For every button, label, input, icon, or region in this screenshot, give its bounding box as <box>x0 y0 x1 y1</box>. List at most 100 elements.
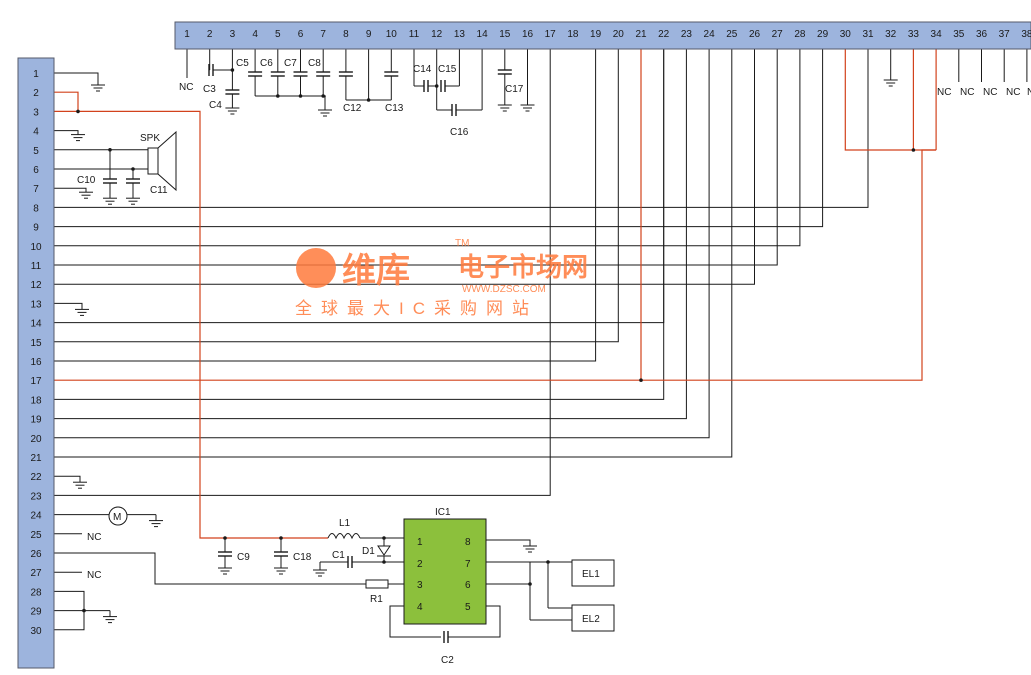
wire <box>54 49 824 228</box>
top-pin-37: 37 <box>999 29 1011 40</box>
left-pin-17: 17 <box>30 376 42 387</box>
el1-label: EL1 <box>582 569 600 580</box>
top-pin-25: 25 <box>726 29 738 40</box>
watermark-logo-icon <box>296 248 336 288</box>
c5-label: C5 <box>236 58 249 69</box>
left-pin-5: 5 <box>33 146 39 157</box>
top-pin-21: 21 <box>635 29 647 40</box>
top-pin-1: 1 <box>184 29 190 40</box>
top-pin-5: 5 <box>275 29 281 40</box>
ic-pin-5: 5 <box>465 602 471 613</box>
c10-label: C10 <box>77 175 96 186</box>
top-pin-30: 30 <box>840 29 852 40</box>
red-wire <box>54 91 79 112</box>
top-pin-15: 15 <box>499 29 511 40</box>
c4-label: C4 <box>209 100 222 111</box>
wire <box>54 72 99 85</box>
left-pin-6: 6 <box>33 165 39 176</box>
top-pin-31: 31 <box>862 29 874 40</box>
top-pin-13: 13 <box>454 29 466 40</box>
left-pin-15: 15 <box>30 338 42 349</box>
left-pin-25: 25 <box>30 530 42 541</box>
left-pin-26: 26 <box>30 549 42 560</box>
top-pin-2: 2 <box>207 29 213 40</box>
ic-pin-3: 3 <box>417 580 423 591</box>
watermark-brand: 维库 <box>342 252 410 290</box>
speaker-icon <box>147 130 177 192</box>
c3-label: C3 <box>203 84 216 95</box>
top-pin-38: 38 <box>1021 29 1031 40</box>
junction-dot <box>911 148 916 152</box>
wire <box>54 49 619 343</box>
top-pin-34: 34 <box>931 29 943 40</box>
inductor-l1 <box>327 533 361 540</box>
top-pin-28: 28 <box>794 29 806 40</box>
red-wire <box>844 49 937 151</box>
top-pin-3: 3 <box>230 29 236 40</box>
ic-pin-1: 1 <box>417 537 423 548</box>
r1-label: R1 <box>370 594 383 605</box>
junction-dot <box>528 582 532 586</box>
red-wire <box>54 110 328 539</box>
junction-dot <box>82 608 86 613</box>
top-connector <box>174 21 1031 50</box>
c17-label: C17 <box>505 84 524 95</box>
left-pin-28: 28 <box>30 587 42 598</box>
junction-dot <box>76 109 80 114</box>
left-pin-27: 27 <box>30 568 42 579</box>
el1-box <box>571 559 615 587</box>
junction-dots <box>76 68 916 613</box>
junction-dot <box>382 536 386 540</box>
wire <box>54 49 869 208</box>
top-pin-35: 35 <box>953 29 965 40</box>
c7-label: C7 <box>284 58 297 69</box>
wire <box>54 49 755 285</box>
wire <box>389 605 441 638</box>
top-pin-20: 20 <box>613 29 625 40</box>
c6-label: C6 <box>260 58 273 69</box>
top-pin-19: 19 <box>590 29 602 40</box>
c13-label: C13 <box>385 103 404 114</box>
el2-label: EL2 <box>582 614 600 625</box>
left-pin-22: 22 <box>30 472 42 483</box>
wire <box>54 49 710 439</box>
wire <box>54 302 83 310</box>
top-pin-29: 29 <box>817 29 829 40</box>
watermark-url: WWW.DZSC.COM <box>462 284 546 295</box>
top-pin-7: 7 <box>320 29 326 40</box>
nc-label-37: NC <box>983 87 997 98</box>
left-pin-24: 24 <box>30 511 42 522</box>
left-pin-21: 21 <box>30 453 42 464</box>
top-pin-33: 33 <box>908 29 920 40</box>
junction-dot <box>639 378 643 383</box>
left-pin-19: 19 <box>30 415 42 426</box>
top-pin-24: 24 <box>704 29 716 40</box>
watermark-tagline: 电子市场网 <box>458 252 588 282</box>
junction-dot <box>546 560 550 564</box>
ground-symbols <box>71 79 898 624</box>
left-connector-pins: 1234567891011121314151617181920212223242… <box>30 69 42 637</box>
junction-dot <box>321 94 326 98</box>
c8-label: C8 <box>308 58 321 69</box>
c1-label: C1 <box>332 550 345 561</box>
wire <box>54 475 81 483</box>
left-pin-30: 30 <box>30 626 42 637</box>
left-pin-4: 4 <box>33 127 39 138</box>
watermark: 维库 TM 电子市场网 WWW.DZSC.COM 全球最大IC采购网站 <box>295 238 588 318</box>
top-pin-32: 32 <box>885 29 897 40</box>
ic-pin-8: 8 <box>465 537 471 548</box>
junction-dot <box>279 536 283 540</box>
left-pin-18: 18 <box>30 395 42 406</box>
left-pin-2: 2 <box>33 88 39 99</box>
ic1-chip <box>403 518 487 625</box>
top-pin-6: 6 <box>298 29 304 40</box>
left-pin-9: 9 <box>33 223 39 234</box>
top-pin-26: 26 <box>749 29 761 40</box>
junction-dot <box>382 560 386 564</box>
left-pin-7: 7 <box>33 184 39 195</box>
wire <box>54 49 778 266</box>
d1-label: D1 <box>362 546 375 557</box>
el2-box <box>571 604 615 632</box>
nc-label-36: NC <box>960 87 974 98</box>
